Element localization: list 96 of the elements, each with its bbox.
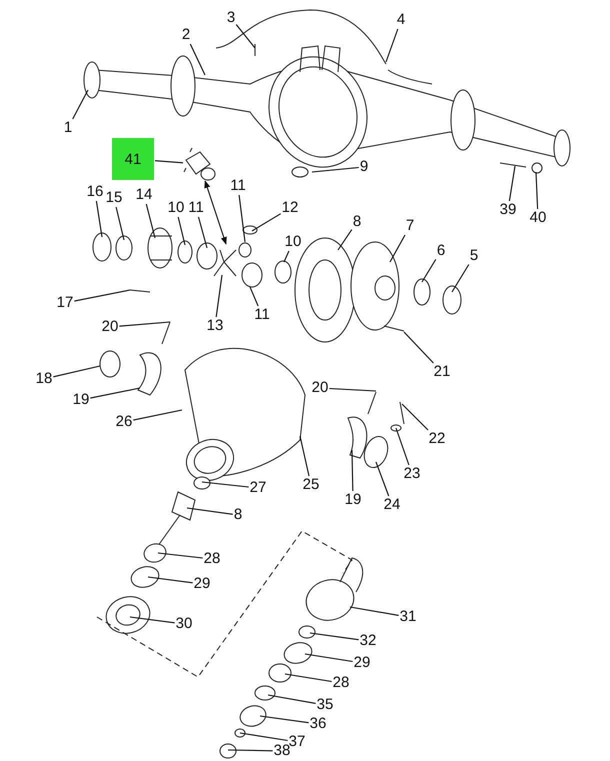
leader-line bbox=[304, 653, 353, 662]
leader-line bbox=[146, 204, 156, 238]
callout-number: 21 bbox=[434, 364, 450, 380]
callout-number: 14 bbox=[136, 187, 152, 203]
callout-number: 22 bbox=[428, 431, 446, 447]
callout-number: 18 bbox=[36, 371, 52, 387]
leader-line bbox=[260, 715, 309, 724]
callout-number: 9 bbox=[360, 159, 368, 175]
callout-number: 6 bbox=[436, 243, 446, 259]
callout-number: 3 bbox=[226, 10, 236, 26]
leader-line bbox=[119, 321, 170, 327]
callout-number: 23 bbox=[404, 466, 420, 482]
callout-number: 28 bbox=[204, 551, 220, 567]
leader-line bbox=[202, 481, 249, 488]
callout-number: 25 bbox=[302, 477, 320, 493]
leader-line bbox=[404, 332, 434, 364]
leader-line bbox=[72, 90, 88, 120]
callout-number: 36 bbox=[310, 716, 326, 732]
callout-number: 31 bbox=[400, 609, 416, 625]
leader-line bbox=[216, 274, 223, 318]
callout-number: 11 bbox=[254, 307, 270, 323]
leader-line bbox=[90, 387, 140, 399]
callout-number: 38 bbox=[274, 743, 290, 759]
callout-number: 20 bbox=[312, 380, 328, 396]
leader-line bbox=[350, 606, 399, 616]
callout-number: 40 bbox=[530, 210, 546, 226]
leader-line bbox=[310, 632, 359, 640]
callout-number: 20 bbox=[102, 319, 118, 335]
callout-number: 27 bbox=[250, 480, 266, 496]
leader-line bbox=[299, 436, 310, 476]
callout-number: 11 bbox=[230, 178, 246, 194]
callout-number: 4 bbox=[396, 12, 406, 28]
differential-part-drawing bbox=[184, 148, 216, 180]
callout-number: 30 bbox=[176, 616, 192, 632]
leader-line bbox=[312, 166, 359, 173]
callout-number: 13 bbox=[206, 318, 224, 334]
leader-line bbox=[238, 194, 246, 242]
leader-line bbox=[130, 616, 175, 624]
callout-number: 15 bbox=[106, 190, 122, 206]
leader-line bbox=[535, 172, 538, 210]
leader-line bbox=[154, 160, 184, 164]
leader-line bbox=[395, 428, 410, 466]
callout-number: 17 bbox=[56, 295, 74, 311]
leader-line bbox=[452, 264, 470, 292]
leader-line bbox=[198, 216, 208, 248]
leader-line bbox=[74, 289, 130, 302]
leader-line bbox=[402, 404, 428, 430]
leader-line bbox=[190, 44, 206, 76]
callout-number: 19 bbox=[344, 492, 362, 508]
callout-number: 10 bbox=[284, 234, 302, 250]
leader-line bbox=[284, 673, 332, 682]
callout-number: 24 bbox=[384, 497, 400, 513]
leader-line bbox=[338, 229, 352, 250]
leader-line bbox=[53, 365, 100, 378]
callout-number: 37 bbox=[288, 734, 306, 750]
leader-line bbox=[116, 206, 125, 240]
leader-line bbox=[96, 200, 103, 238]
callout-number: 12 bbox=[282, 200, 298, 216]
leader-line bbox=[375, 462, 390, 496]
callout-number: 10 bbox=[168, 200, 184, 216]
callout-number: 8 bbox=[352, 214, 362, 230]
callout-number: 29 bbox=[194, 576, 210, 592]
leader-line bbox=[284, 250, 290, 262]
leader-line bbox=[228, 749, 273, 752]
leader-line bbox=[133, 409, 182, 421]
leader-line bbox=[158, 552, 203, 559]
callout-number: 35 bbox=[316, 697, 334, 713]
callout-box: 41 bbox=[112, 138, 154, 180]
leader-line bbox=[351, 450, 354, 492]
leader-line bbox=[240, 732, 288, 742]
callout-number: 39 bbox=[500, 202, 516, 218]
callout-number: 5 bbox=[470, 248, 478, 264]
callout-number: 2 bbox=[182, 27, 190, 43]
leader-line bbox=[186, 507, 233, 515]
callout-number: 8 bbox=[234, 507, 242, 523]
leader-line bbox=[252, 213, 281, 232]
leader-line bbox=[385, 28, 398, 62]
leader-line bbox=[148, 576, 193, 584]
callout-number: 7 bbox=[406, 218, 414, 234]
callout-number: 11 bbox=[188, 200, 204, 216]
leader-line bbox=[329, 388, 376, 392]
leader-line bbox=[178, 216, 186, 246]
double-arrow bbox=[204, 180, 227, 245]
callout-number: 26 bbox=[116, 414, 132, 430]
leader-line bbox=[422, 259, 436, 282]
callout-number: 32 bbox=[360, 633, 376, 649]
callout-number: 19 bbox=[72, 392, 90, 408]
leader-line bbox=[268, 694, 316, 704]
leader-line bbox=[390, 234, 406, 262]
callout-number: 28 bbox=[332, 675, 350, 691]
callout-number: 29 bbox=[354, 655, 370, 671]
callout-number: 16 bbox=[86, 184, 104, 200]
callout-number: 1 bbox=[64, 120, 72, 136]
leader-line bbox=[508, 166, 516, 202]
leader-line bbox=[250, 286, 259, 306]
leader-line bbox=[236, 24, 256, 48]
